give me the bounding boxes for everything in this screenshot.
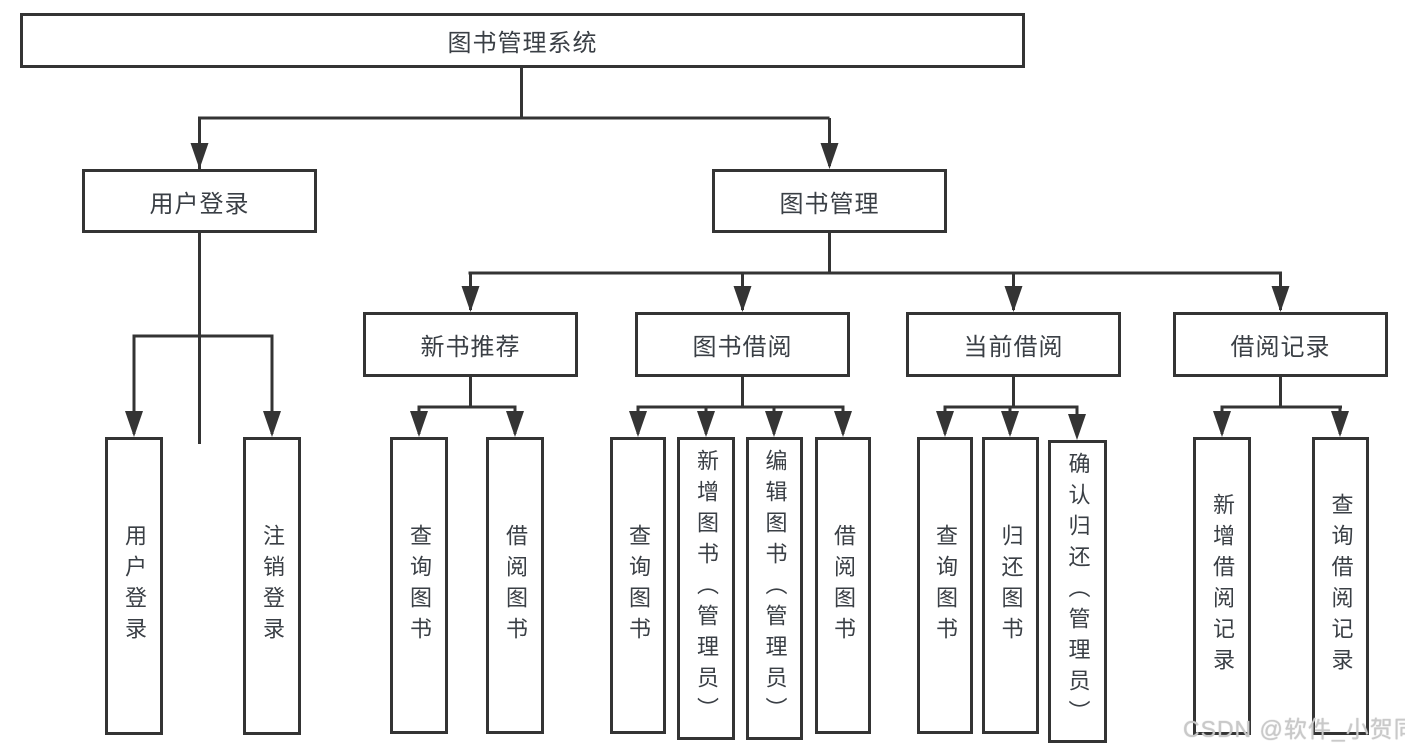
node-borrowing-records: 借阅记录 [1173, 312, 1388, 377]
node-user-login: 用户登录 [82, 169, 317, 233]
node-current-return-books: 归还图书 [982, 437, 1039, 734]
arrowhead-icon [1068, 414, 1086, 440]
node-borrowing-borrow-books: 借阅图书 [815, 437, 871, 734]
arrowhead-icon [1271, 286, 1290, 312]
arrowhead-icon [263, 411, 281, 437]
node-new-book-recommendation: 新书推荐 [363, 312, 578, 377]
arrowhead-icon [936, 411, 954, 437]
watermark-text: CSDN @软件_小贺同学 [1183, 716, 1405, 742]
arrowhead-icon [506, 411, 524, 437]
arrowhead-icon [1213, 411, 1231, 437]
node-records-query-borrow-record: 查询借阅记录 [1312, 437, 1369, 735]
node-library-management-system: 图书管理系统 [20, 13, 1025, 68]
node-borrowing-edit-books-admin: 编辑图书（管理员） [746, 437, 803, 740]
arrowhead-icon [733, 286, 752, 312]
node-recommend-borrow-books: 借阅图书 [486, 437, 544, 734]
node-current-borrowing: 当前借阅 [906, 312, 1121, 377]
node-login: 用户登录 [105, 437, 163, 735]
arrowhead-icon [834, 411, 852, 437]
arrowhead-icon [629, 411, 647, 437]
node-logout: 注销登录 [243, 437, 301, 735]
arrowhead-icon [697, 411, 715, 437]
node-records-add-borrow-record: 新增借阅记录 [1193, 437, 1251, 735]
arrowhead-icon [125, 411, 143, 437]
arrowhead-icon [410, 411, 428, 437]
arrowhead-icon [820, 143, 839, 169]
arrowhead-icon [1331, 411, 1349, 437]
arrowhead-icon [765, 411, 783, 437]
arrowhead-icon [1001, 411, 1019, 437]
node-current-query-books: 查询图书 [917, 437, 973, 734]
node-current-confirm-return-admin: 确认归还（管理员） [1048, 440, 1107, 743]
arrowhead-icon [190, 143, 209, 169]
arrowhead-icon [1004, 286, 1023, 312]
node-borrowing-query-books: 查询图书 [610, 437, 666, 734]
node-recommend-query-books: 查询图书 [390, 437, 448, 734]
node-book-management: 图书管理 [712, 169, 947, 233]
arrowhead-icon [461, 286, 480, 312]
node-borrowing-add-books-admin: 新增图书（管理员） [677, 437, 735, 740]
node-book-borrowing: 图书借阅 [635, 312, 850, 377]
